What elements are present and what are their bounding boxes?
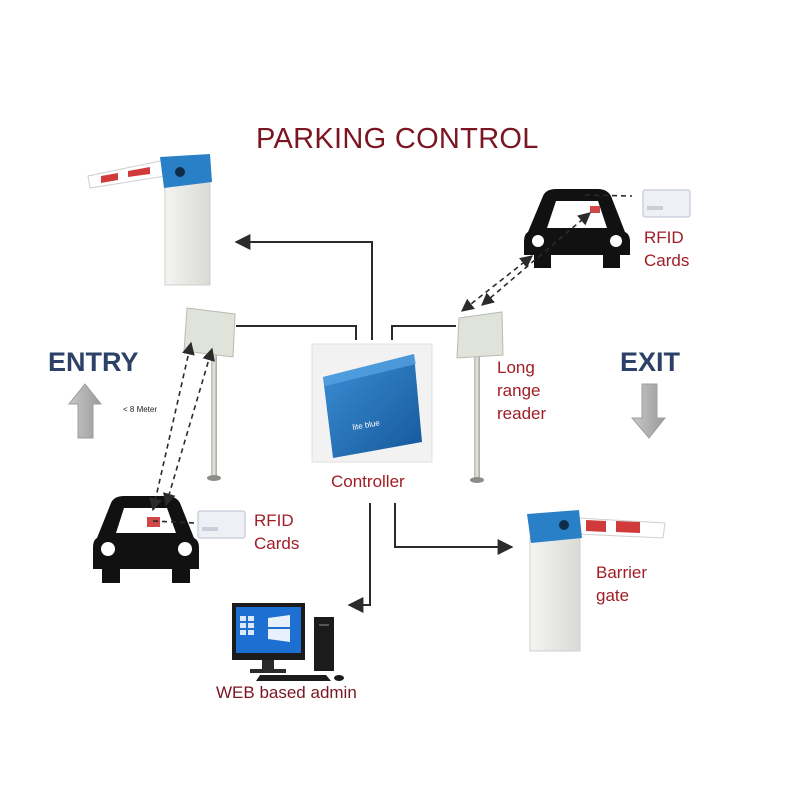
exit-barrier-gate	[527, 510, 666, 652]
exit-rfid-label-line1: RFID	[644, 228, 684, 247]
entry-rfid-label: RFID Cards	[254, 509, 299, 555]
entry-car-icon	[93, 496, 199, 583]
exit-rfid-card	[642, 189, 691, 218]
barrier-gate-label: Barrier gate	[596, 561, 647, 607]
controller-label: Controller	[331, 472, 405, 491]
long-range-reader-label: Long range reader	[497, 356, 546, 425]
admin-computer-icon	[232, 603, 344, 681]
exit-card-to-car-signal	[584, 194, 633, 197]
entry-barrier-body	[164, 181, 211, 286]
entry-card-to-car-signal	[152, 520, 197, 524]
controller-to-admin-line	[347, 503, 371, 613]
rfid-signal-lines	[149, 194, 633, 524]
exit-label: EXIT	[620, 347, 681, 377]
exit-barrier-body	[529, 537, 581, 652]
reader-label-line3: reader	[497, 404, 547, 423]
barrier-label-line1: Barrier	[596, 563, 648, 582]
barrier-label-line2: gate	[596, 586, 630, 605]
controller-to-exit-reader-line	[391, 325, 456, 340]
exit-barrier-arm	[577, 517, 666, 539]
entry-rfid-label-line1: RFID	[254, 511, 294, 530]
entry-long-range-reader	[183, 307, 236, 481]
entry-reader-pole	[211, 350, 217, 478]
reader-label-line2: range	[497, 381, 541, 400]
entry-label: ENTRY	[48, 347, 139, 377]
exit-long-range-reader	[456, 311, 504, 483]
exit-barrier-lamp-icon	[559, 520, 569, 530]
controller-connections	[234, 234, 514, 613]
exit-rfid-label: RFID Cards	[644, 226, 689, 272]
admin-mouse	[334, 675, 344, 681]
controller-device: lite blue	[311, 343, 433, 463]
entry-rfid-label-line2: Cards	[254, 534, 300, 553]
entry-up-arrow-icon	[67, 383, 103, 439]
entry-rfid-card	[197, 510, 246, 539]
exit-car-reader-signal-b	[460, 255, 534, 312]
web-admin-label: WEB based admin	[216, 683, 357, 702]
exit-car-rfid-tag	[590, 206, 600, 213]
reader-label-line1: Long	[497, 358, 535, 377]
exit-reader-panel	[456, 311, 504, 359]
admin-keyboard	[256, 675, 331, 681]
distance-label: < 8 Meter	[123, 405, 158, 414]
exit-down-arrow-icon	[630, 383, 667, 439]
exit-rfid-label-line2: Cards	[644, 251, 690, 270]
entry-barrier-lamp-icon	[175, 167, 185, 177]
admin-tower	[314, 617, 334, 671]
exit-barrier-cap	[527, 510, 582, 543]
entry-car-rfid-tag	[147, 517, 160, 527]
entry-car-reader-signal-b	[163, 347, 215, 507]
controller-to-entry-reader-line	[236, 325, 357, 340]
entry-barrier-arm	[87, 159, 167, 189]
controller-to-exit-barrier-line	[394, 503, 514, 555]
entry-reader-panel	[183, 307, 236, 358]
entry-barrier-gate	[87, 154, 212, 286]
entry-barrier-cap	[160, 154, 212, 188]
exit-reader-pole	[474, 352, 480, 480]
controller-to-entry-barrier-line	[234, 234, 373, 340]
diagram-title: PARKING CONTROL	[256, 123, 539, 155]
